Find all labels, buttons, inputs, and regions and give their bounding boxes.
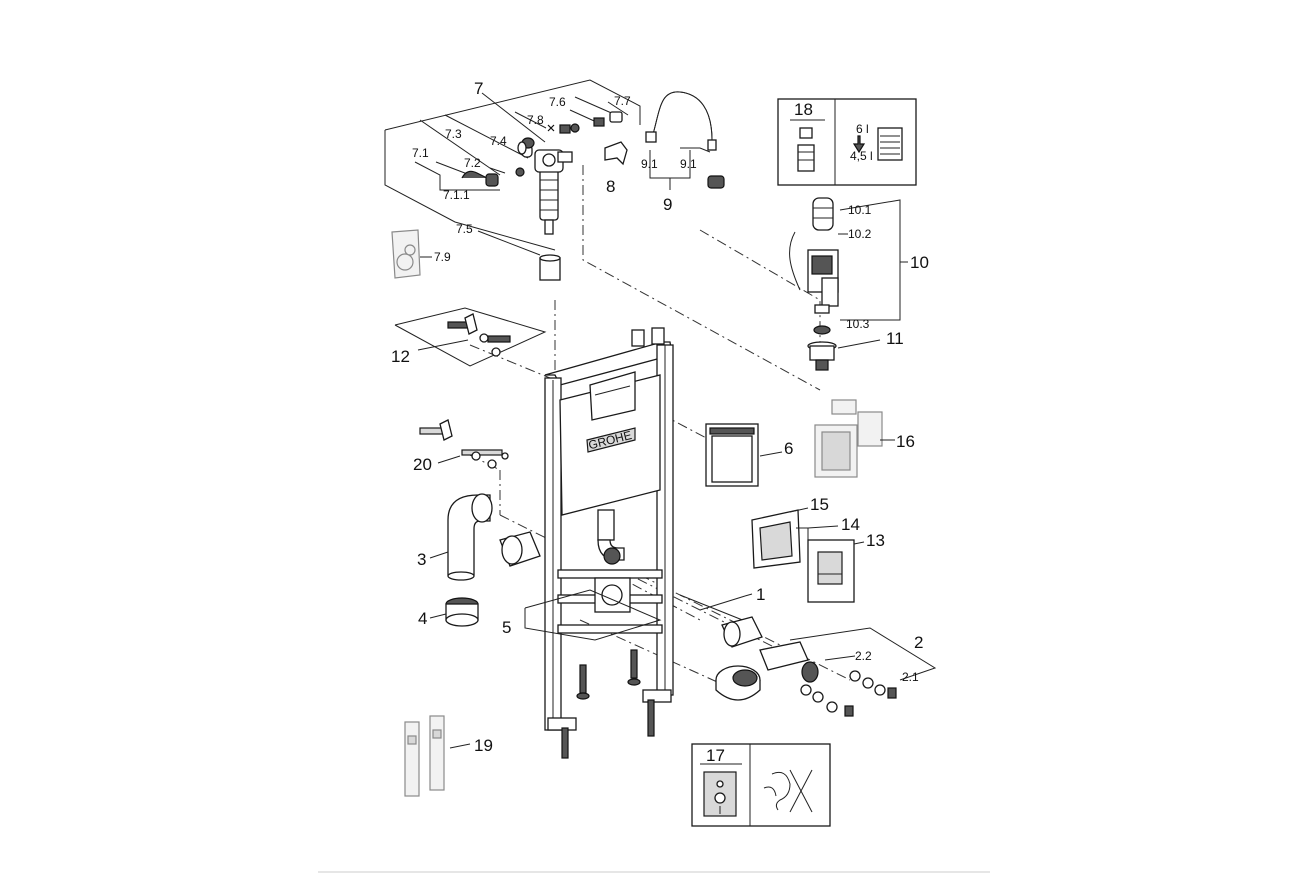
info-box-17-soundproofing: [691, 743, 831, 827]
part-11-outlet: [807, 339, 881, 371]
part-7-small-components: [461, 111, 623, 187]
part-20-fixing-set: [419, 419, 509, 469]
label-6: 6: [784, 439, 793, 458]
part-3-flush-bend: [429, 493, 493, 581]
part-8-bracket: [604, 141, 628, 166]
part-7-9-fixing-kit: [391, 229, 432, 279]
label-2: 2: [914, 633, 923, 652]
label-11: 11: [886, 329, 904, 348]
label-15: 15: [810, 495, 829, 514]
label-9: 9: [663, 195, 672, 214]
part-10-flush-valve: [789, 197, 908, 335]
part-7-5-filter: [539, 254, 561, 281]
label-7-9: 7.9: [434, 250, 451, 264]
label-7-7: 7.7: [614, 94, 631, 108]
part-13-plate: [807, 539, 865, 603]
part-12-wall-brackets: [394, 307, 547, 367]
label-7-1-1: 7.1.1: [443, 188, 470, 202]
part-frame-main: [544, 327, 674, 759]
label-10: 10: [910, 253, 929, 272]
label-4: 4: [418, 609, 427, 628]
label-7-5: 7.5: [456, 222, 473, 236]
part-15-frame: [751, 507, 809, 569]
label-7-2: 7.2: [464, 156, 481, 170]
label-3: 3: [417, 550, 426, 569]
label-9-1-left: 9.1: [641, 157, 658, 171]
label-7-1: 7.1: [412, 146, 429, 160]
label-20: 20: [413, 455, 432, 474]
part-9-hose: [645, 91, 725, 190]
part-labels: 7 7.1 7.1.1 7.2 7.3 7.4 7.5 7.6 7.7 7.8 …: [391, 79, 929, 765]
group-7-leader-lines: [384, 79, 641, 256]
part-1-rods: [679, 593, 763, 648]
label-16: 16: [896, 432, 915, 451]
part-6-actuator-frame: [705, 423, 783, 487]
label-10-2: 10.2: [848, 227, 872, 241]
part-19-brackets: [404, 715, 471, 797]
label-18-vol-low: 4,5 l: [850, 149, 873, 163]
part-cistern: GROHE: [559, 371, 661, 613]
part-connector-sleeve: [499, 531, 541, 567]
label-14: 14: [841, 515, 860, 534]
label-7-8: 7.8: [527, 113, 544, 127]
label-9-1-right: 9.1: [680, 157, 697, 171]
label-1: 1: [756, 585, 765, 604]
label-7-3: 7.3: [445, 127, 462, 141]
part-5-leader: [524, 589, 662, 641]
label-7: 7: [474, 79, 483, 98]
label-2-2: 2.2: [855, 649, 872, 663]
label-19: 19: [474, 736, 493, 755]
part-4-cap: [429, 597, 479, 627]
label-8: 8: [606, 177, 615, 196]
part-2-connection: [759, 627, 937, 717]
label-17: 17: [706, 746, 725, 765]
part-16-actuator-box: [814, 399, 895, 478]
label-2-1: 2.1: [902, 670, 919, 684]
part-7-fill-valve: [517, 137, 573, 235]
label-7-6: 7.6: [549, 95, 566, 109]
label-13: 13: [866, 531, 885, 550]
label-10-1: 10.1: [848, 203, 872, 217]
label-18: 18: [794, 100, 813, 119]
label-7-4: 7.4: [490, 134, 507, 148]
info-box-18-flush-volume: [777, 98, 917, 186]
label-18-vol-high: 6 l: [856, 122, 869, 136]
label-10-3: 10.3: [846, 317, 870, 331]
label-12: 12: [391, 347, 410, 366]
label-5: 5: [502, 618, 511, 637]
part-pan-connector: [715, 665, 761, 701]
